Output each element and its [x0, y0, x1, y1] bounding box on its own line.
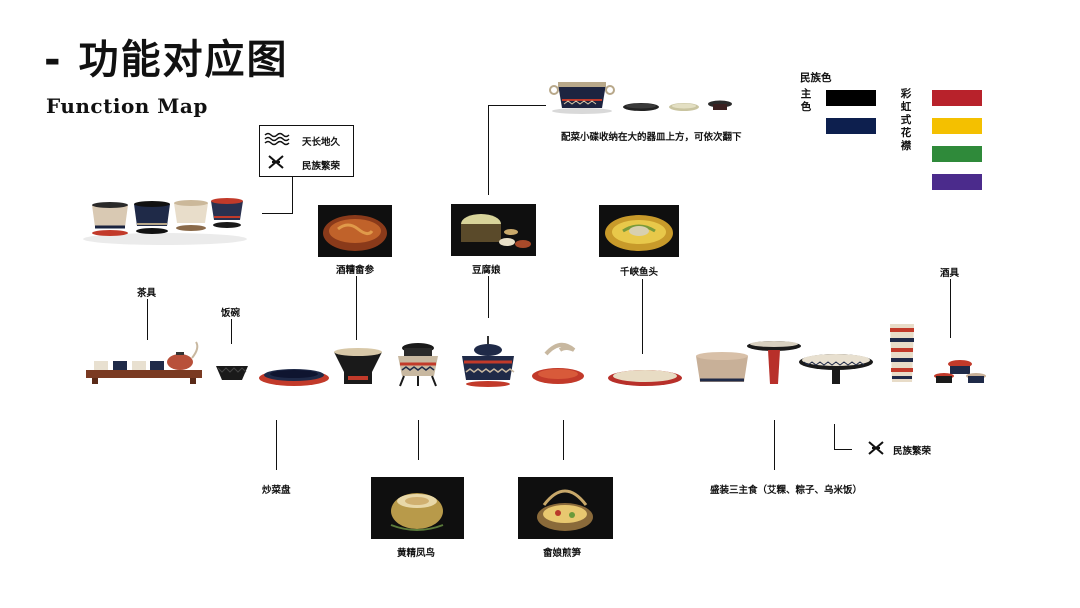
palette-main-label: 主色: [800, 88, 812, 113]
shenniang-dish-product: [532, 342, 584, 384]
pattern-legend: 天长地久 民族繁荣: [259, 125, 354, 177]
tofu-niang-pot-product: [462, 336, 515, 387]
label-tofu-niang: 豆腐娘: [472, 265, 501, 276]
label-qianxia-yutou: 千峡鱼头: [620, 267, 659, 278]
tea-cup-set-photo: [83, 198, 247, 245]
label-tea-set: 茶具: [137, 288, 157, 299]
side-dish-note: 配菜小碟收纳在大的器皿上方，可依次翻下: [561, 132, 742, 143]
ethnic-knot-pattern-icon: [268, 155, 284, 169]
huangjing-pot-product: [398, 343, 438, 387]
label-rice-bowl: 饭碗: [221, 308, 241, 319]
stripe-purple-swatch: [932, 174, 982, 190]
page-title: - 功能对应图: [44, 37, 289, 83]
label-stir-fry-plate: 炒菜盘: [262, 485, 291, 496]
jiuzao-pot-product: [334, 348, 382, 384]
tofu-niang-photo: [451, 204, 536, 256]
label-staples: 盛装三主食（艾粿、粽子、乌米饭）: [710, 485, 863, 496]
main-color-black-swatch: [826, 90, 876, 106]
stir-fry-plate-product: [259, 369, 329, 386]
stripe-red-swatch: [932, 90, 982, 106]
product-lineup: [86, 324, 986, 387]
label-wine-set: 酒具: [940, 268, 960, 279]
label-huangjing-fengniao: 黄精凤鸟: [397, 548, 436, 559]
palette-stripe-label: 彩虹式花襟: [900, 88, 912, 152]
raised-stand-product: [747, 341, 801, 384]
legend-label-minzu: 民族繁荣: [302, 161, 341, 172]
ethnic-knot-pattern-icon: [868, 441, 884, 455]
qianxia-yutou-photo: [599, 205, 679, 257]
legend-label-tianchang: 天长地久: [302, 137, 341, 148]
rice-bowl-product: [216, 366, 248, 380]
striped-cup-product: [890, 324, 914, 382]
label-jiuzao-sheshen: 酒糟畲参: [336, 265, 375, 276]
wave-pattern-icon: [264, 132, 290, 146]
label-shenniang-jiansun: 畲娘煎笋: [543, 548, 582, 559]
main-color-navy-swatch: [826, 118, 876, 134]
shenniang-jiansun-photo: [518, 477, 613, 539]
stripe-green-swatch: [932, 146, 982, 162]
page-subtitle: Function Map: [46, 94, 208, 118]
qianxia-plate-product: [608, 370, 682, 386]
huangjing-fengniao-photo: [371, 477, 464, 539]
large-tray-product: [799, 354, 873, 384]
stripe-yellow-swatch: [932, 118, 982, 134]
side-dish-storage-set: [549, 82, 732, 114]
label-ethnic-prosperity: 民族繁荣: [893, 446, 932, 457]
palette-heading: 民族色: [800, 72, 832, 84]
tea-set-product: [86, 341, 202, 384]
staple-bowl-product: [696, 352, 748, 382]
wine-set-product: [934, 360, 986, 383]
jiuzao-sheshen-photo: [318, 205, 392, 257]
